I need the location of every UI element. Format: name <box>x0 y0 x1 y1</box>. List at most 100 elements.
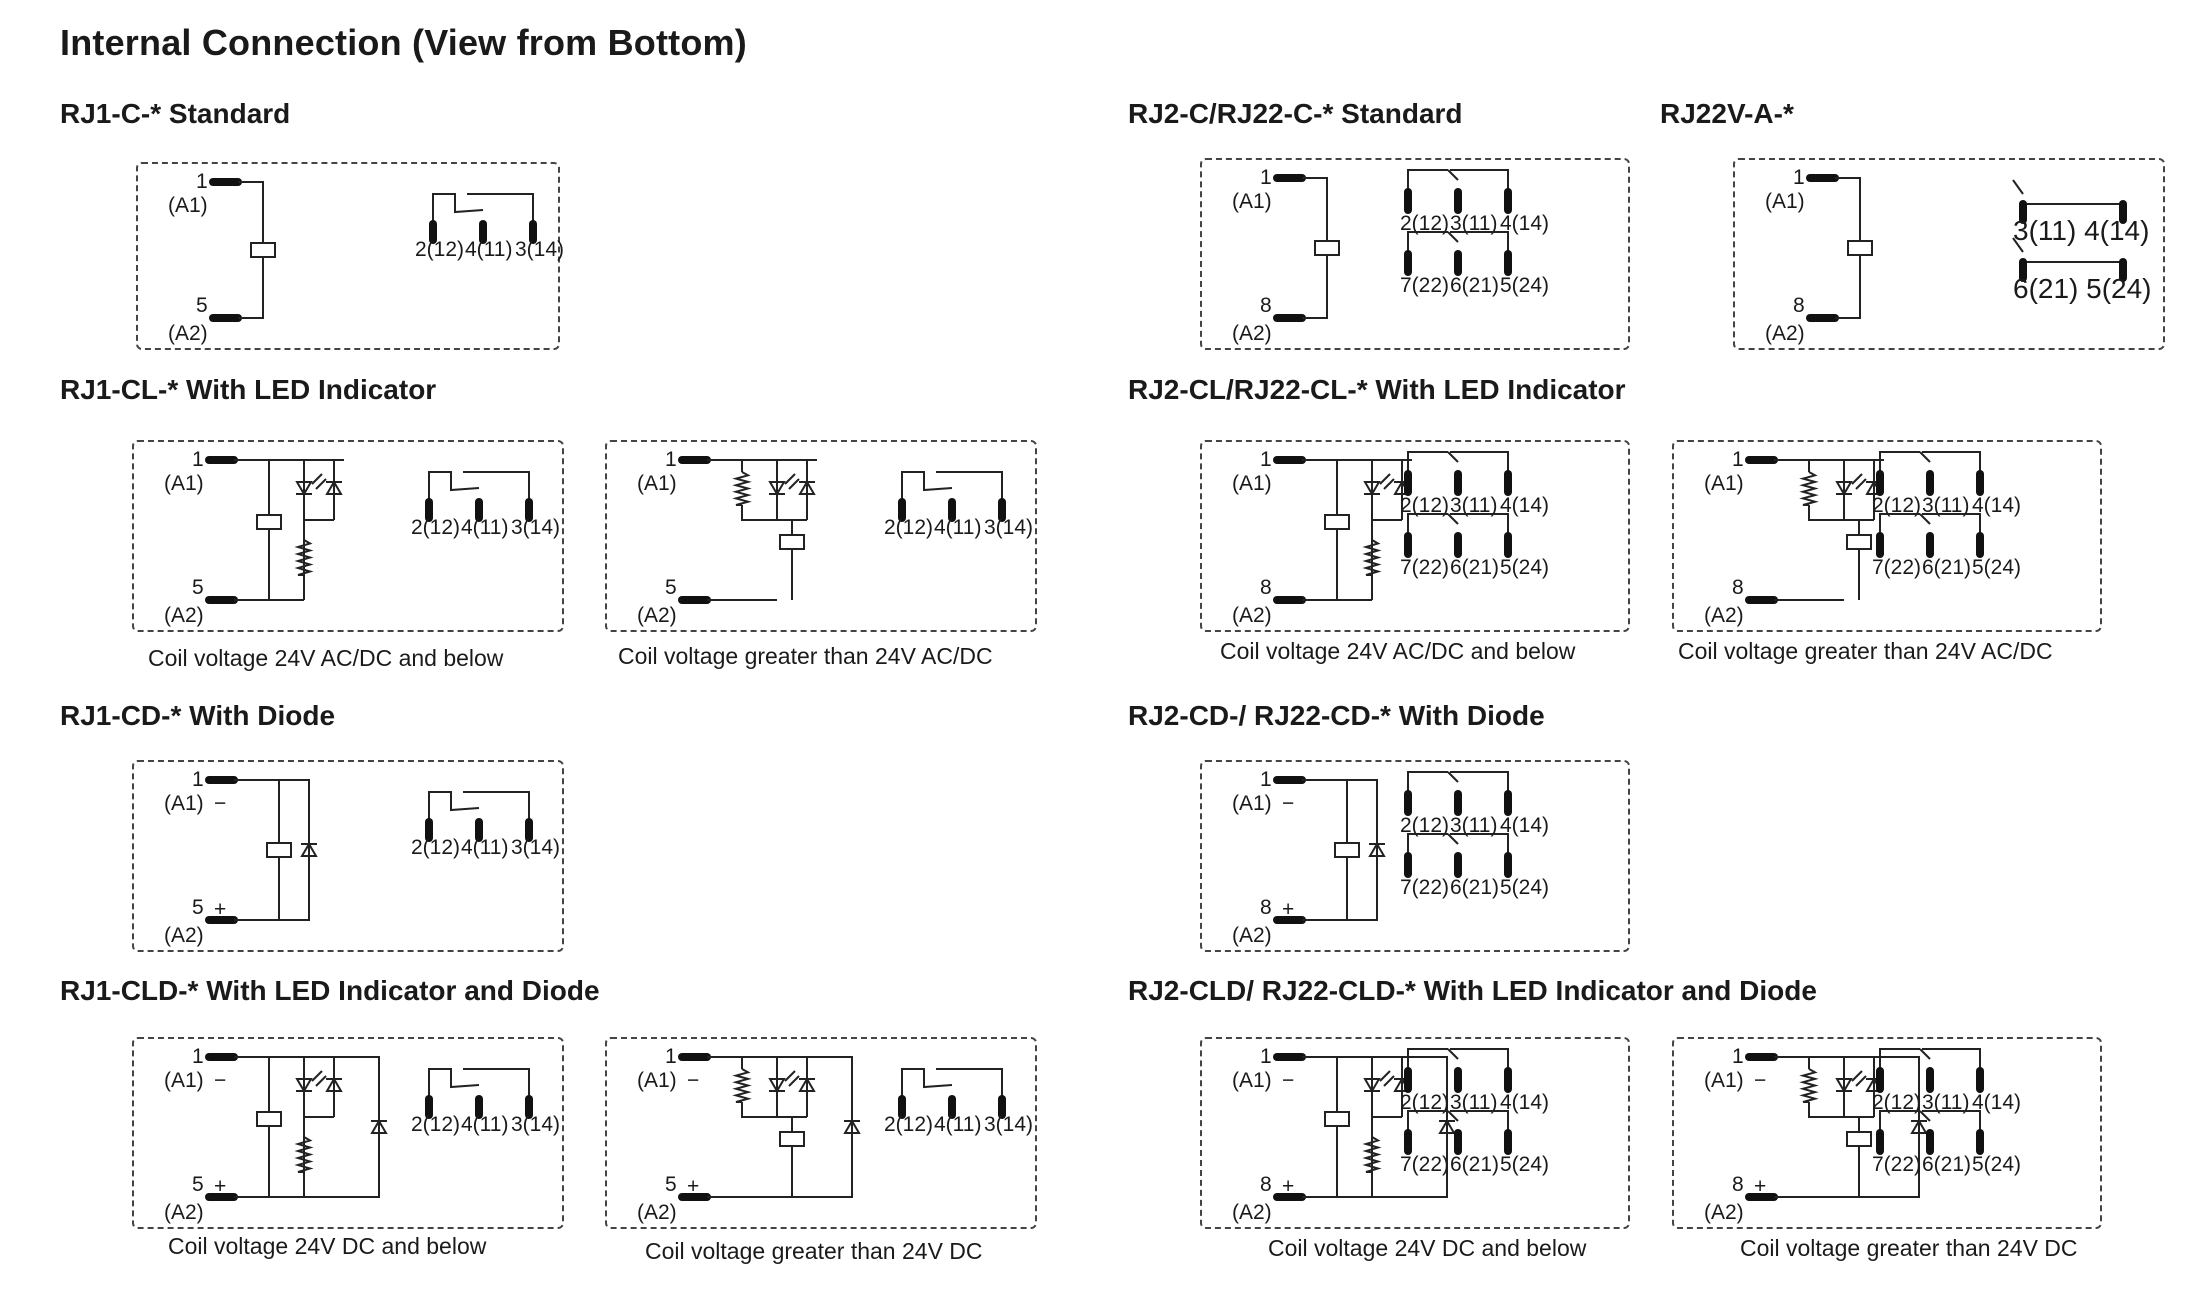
diode-wire <box>304 1056 380 1198</box>
contact-label: 5(24) <box>1500 1153 1549 1176</box>
pin-label-a1: (A1) <box>1704 472 1744 495</box>
pin-label-a2-number: 8 <box>1260 1173 1272 1196</box>
diode-triangle <box>843 1119 861 1134</box>
pin-minus: − <box>687 1069 699 1092</box>
pin-label-a1: (A1) <box>164 792 204 815</box>
contact-arm <box>1447 1048 1459 1060</box>
resistor <box>1799 471 1819 506</box>
contact-label: 6(21) <box>1450 556 1499 579</box>
diode-wire <box>1844 1056 1920 1198</box>
pin-plus: + <box>1754 1175 1766 1198</box>
diode-triangle <box>1363 1078 1381 1093</box>
led-indicator <box>1363 481 1381 496</box>
contact-label: 3(14) <box>515 238 564 261</box>
diode-triangle <box>325 480 343 495</box>
diagram-rj2-cl-low: 1(A1)8(A2)2(12)3(11)4(14)7(22)6(21)5(24) <box>1200 440 1630 632</box>
contact-arm <box>1919 513 1931 525</box>
contact-arm <box>1447 513 1459 525</box>
diode-triangle <box>370 1119 388 1134</box>
coil <box>256 1111 282 1127</box>
pin-plus: + <box>687 1175 699 1198</box>
schematic: 1(A1)5(A2)−+2(12)4(11)3(14) <box>637 1045 1033 1224</box>
led-indicator <box>295 481 313 496</box>
pin-label-a1-number: 1 <box>192 448 204 471</box>
contact-label: 4(14) <box>1500 212 1549 235</box>
diode-triangle <box>1835 1078 1853 1093</box>
caption-rj2-cld-high: Coil voltage greater than 24V DC <box>1740 1235 2078 1261</box>
contact-no <box>463 471 530 502</box>
pin-label-a2-number: 8 <box>1260 896 1272 919</box>
contact-label: 3(14) <box>511 836 560 859</box>
contact-label: 7(22) <box>1872 556 1921 579</box>
contact-nc <box>1879 1048 1920 1071</box>
contact-arm <box>1447 833 1459 845</box>
pin-label-a2: (A2) <box>164 1201 204 1224</box>
pin-label-a1-number: 1 <box>192 768 204 791</box>
caption-rj1-cl-low: Coil voltage 24V AC/DC and below <box>148 645 504 671</box>
contact-no <box>1450 231 1509 254</box>
heading-rj2-cl: RJ2-CL/RJ22-CL-* With LED Indicator <box>1128 374 1626 405</box>
contact-label: 2(12) <box>1400 212 1449 235</box>
contact-no <box>1450 1110 1509 1133</box>
schematic: 1(A1)5(A2)2(12)4(11)3(14) <box>164 448 560 627</box>
diagram-rj2-cld-high: 1(A1)8(A2)−+2(12)3(11)4(14)7(22)6(21)5(2… <box>1672 1037 2102 1229</box>
pin-label-a1: (A1) <box>1232 190 1272 213</box>
contact-no <box>1450 451 1509 474</box>
diode-triangle <box>1835 481 1853 496</box>
contact-nc <box>432 193 484 224</box>
coil <box>779 1131 805 1147</box>
res-join <box>741 505 777 521</box>
diode-triangle <box>295 481 313 496</box>
caption-rj2-cl-high: Coil voltage greater than 24V AC/DC <box>1678 638 2053 664</box>
pin-label-a2-number: 8 <box>1260 294 1272 317</box>
contact-label: 2(12) <box>1400 814 1449 837</box>
heading-rj1-cd: RJ1-CD-* With Diode <box>60 700 336 731</box>
res-join <box>1808 505 1844 521</box>
contact-label: 3(14) <box>511 1113 560 1136</box>
pin-label-a1-number: 1 <box>1732 1045 1744 1068</box>
contact-label: 4(14) <box>1500 814 1549 837</box>
pin-label-a2: (A2) <box>1765 322 1805 345</box>
contact-label: 5(24) <box>1500 876 1549 899</box>
coil <box>1324 514 1350 530</box>
caption-rj1-cl-high: Coil voltage greater than 24V AC/DC <box>618 643 993 669</box>
contact-label: 2(12) <box>411 1113 460 1136</box>
contact-label: 4(11) <box>461 1113 508 1136</box>
diode-triangle <box>1363 481 1381 496</box>
led-arrow <box>788 478 800 490</box>
contact-arm <box>1447 231 1459 243</box>
pin-minus: − <box>1282 1069 1294 1092</box>
protect-diode <box>798 1077 816 1092</box>
flyback-diode <box>843 1119 861 1134</box>
coil <box>1314 240 1340 256</box>
heading-rj2-cld: RJ2-CLD/ RJ22-CLD-* With LED Indicator a… <box>1128 975 1817 1006</box>
contact-arm <box>1447 771 1459 783</box>
pin-plus: + <box>1282 898 1294 921</box>
contact-arm <box>1919 1048 1931 1060</box>
schematic: 1(A1)8(A2)−+2(12)3(11)4(14)7(22)6(21)5(2… <box>1232 1045 1549 1224</box>
res-join <box>741 1102 777 1118</box>
diagram-rj1-cld-high: 1(A1)5(A2)−+2(12)4(11)3(14) <box>605 1037 1037 1229</box>
pin-minus: − <box>1754 1069 1766 1092</box>
pin-label-a2-number: 5 <box>192 1173 204 1196</box>
pin-label-a1-number: 1 <box>1793 166 1805 189</box>
contact-label: 5(24) <box>1500 274 1549 297</box>
contact-label: 2(12) <box>1872 494 1921 517</box>
contact-label: 4(11) <box>934 1113 981 1136</box>
contact-nc <box>901 1068 953 1099</box>
diagram-rj1-cld-low: 1(A1)5(A2)−+2(12)4(11)3(14) <box>132 1037 564 1229</box>
diagram-rj2-cd: 1(A1)8(A2)−+2(12)3(11)4(14)7(22)6(21)5(2… <box>1200 760 1630 952</box>
caption-rj1-cld-low: Coil voltage 24V DC and below <box>168 1233 487 1259</box>
diode-triangle <box>1910 1119 1928 1134</box>
protect-diode <box>325 1077 343 1092</box>
pin-label-a2: (A2) <box>164 924 204 947</box>
contact-nc <box>428 791 480 822</box>
diode-triangle <box>295 1078 313 1093</box>
contact-no <box>1450 513 1509 536</box>
led-arrow <box>1855 478 1867 490</box>
pin-label-a1-number: 1 <box>665 1045 677 1068</box>
contact-label: 4(11) <box>465 238 512 261</box>
contact-label: 4(14) <box>1500 1091 1549 1114</box>
heading-rj2-c: RJ2-C/RJ22-C-* Standard <box>1128 98 1463 129</box>
diode-triangle <box>768 481 786 496</box>
